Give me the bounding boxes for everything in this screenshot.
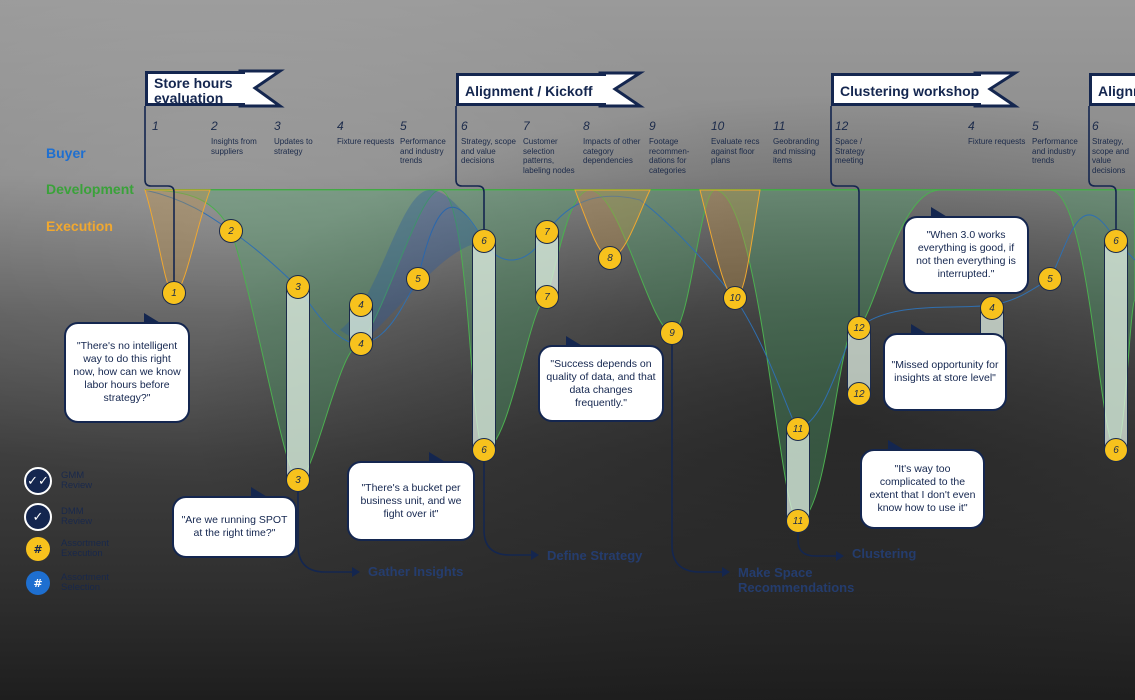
legend-assortment-execution: # Assortment Execution (24, 537, 131, 561)
step-marker[interactable]: 4 (349, 332, 373, 356)
step-marker[interactable]: 3 (286, 468, 310, 492)
phase-define-strategy: Define Strategy (547, 548, 643, 563)
step-marker[interactable]: 8 (598, 246, 622, 270)
step-marker[interactable]: 4 (980, 296, 1004, 320)
step-marker[interactable]: 7 (535, 285, 559, 309)
step-marker[interactable]: 12 (847, 316, 871, 340)
phase-make-space-recommendations: Make Space Recommendations (738, 565, 855, 595)
step-column: 1 (152, 119, 159, 133)
legend-assortment-selection: # Assortment Selection (24, 571, 131, 595)
phase-clustering: Clustering (852, 546, 917, 561)
step-marker[interactable]: 6 (1104, 438, 1128, 462)
quote-bubble: "There's a bucket per business unit, and… (347, 452, 475, 541)
range-bar (1104, 241, 1128, 450)
step-marker[interactable]: 9 (660, 321, 684, 345)
flag-alignment-kickoff: Alignment / Kickoff (456, 73, 606, 106)
step-marker[interactable]: 6 (1104, 229, 1128, 253)
lane-execution: Execution (46, 218, 113, 234)
lane-development: Development (46, 181, 134, 197)
step-marker[interactable]: 3 (286, 275, 310, 299)
step-marker[interactable]: 5 (1038, 267, 1062, 291)
execution-number-icon: # (26, 537, 50, 561)
phase-gather-insights: Gather Insights (368, 564, 464, 579)
step-marker[interactable]: 5 (406, 267, 430, 291)
step-marker[interactable]: 2 (219, 219, 243, 243)
step-marker[interactable]: 7 (535, 220, 559, 244)
range-bar (472, 241, 496, 450)
step-marker[interactable]: 11 (786, 509, 810, 533)
flag-alignment-cut: Alignm (1089, 73, 1135, 106)
quote-bubble: "Missed opportunity for insights at stor… (883, 324, 1007, 411)
step-marker[interactable]: 1 (162, 281, 186, 305)
quote-bubble: "Are we running SPOT at the right time?" (172, 487, 297, 558)
flag-store-hours-evaluation: Store hours evaluation (145, 71, 245, 106)
range-bar (786, 429, 810, 521)
quote-bubble: "There's no intelligent way to do this r… (64, 313, 190, 423)
step-marker[interactable]: 11 (786, 417, 810, 441)
range-bar (286, 287, 310, 480)
quote-bubble: "When 3.0 works everything is good, if n… (903, 207, 1029, 294)
step-marker[interactable]: 6 (472, 229, 496, 253)
quote-bubble: "It's way too complicated to the extent … (860, 440, 985, 529)
selection-number-icon: # (26, 571, 50, 595)
flag-clustering-workshop: Clustering workshop (831, 73, 981, 106)
step-marker[interactable]: 12 (847, 382, 871, 406)
lane-buyer: Buyer (46, 145, 86, 161)
legend-dmm-review: ✓ DMM Review (24, 503, 111, 531)
step-marker[interactable]: 4 (349, 293, 373, 317)
quote-bubble: "Success depends on quality of data, and… (538, 336, 664, 422)
double-check-icon: ✓✓ (24, 467, 52, 495)
development-curve (144, 189, 1135, 522)
check-icon: ✓ (24, 503, 52, 531)
step-marker[interactable]: 10 (723, 286, 747, 310)
step-marker[interactable]: 6 (472, 438, 496, 462)
legend-gmm-review: ✓✓ GMM Review (24, 467, 111, 495)
